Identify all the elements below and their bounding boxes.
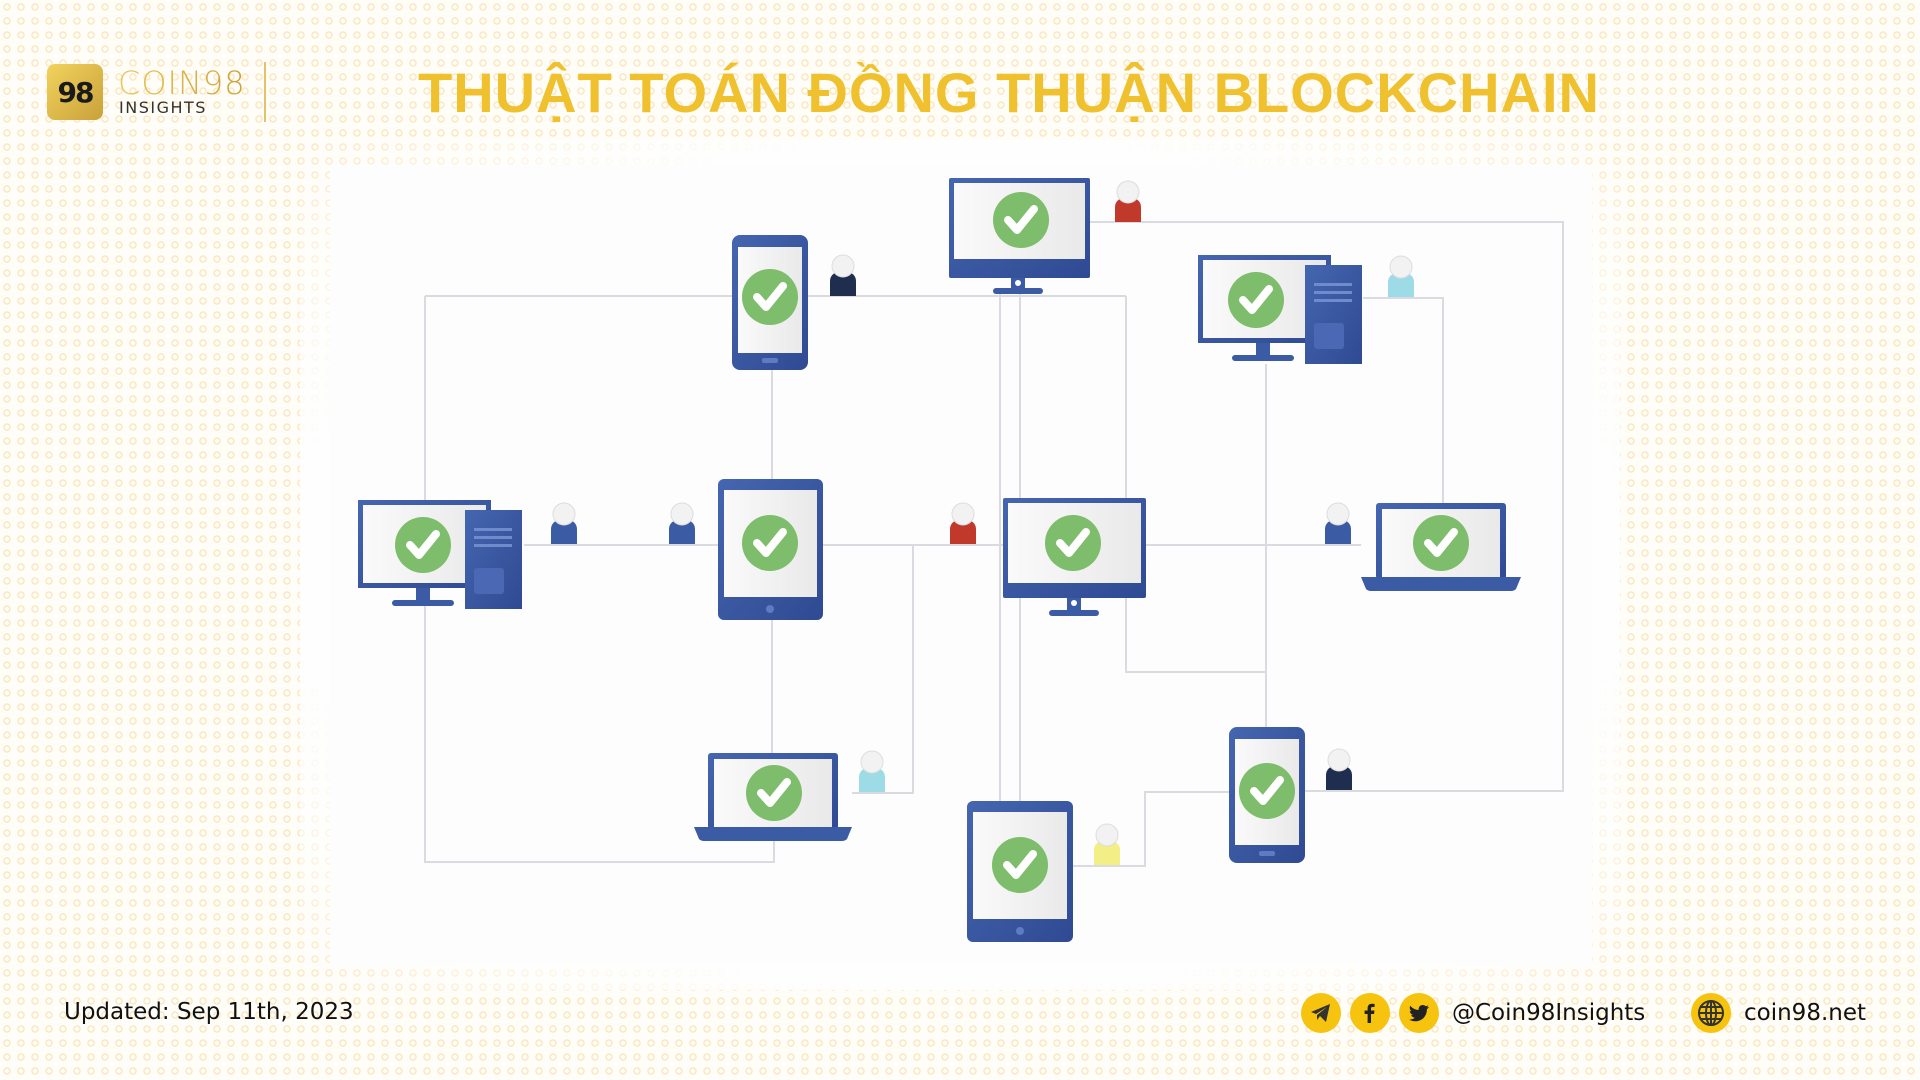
check-icon xyxy=(1239,763,1295,819)
user-icon xyxy=(1325,748,1353,791)
user-icon xyxy=(829,254,857,297)
check-icon xyxy=(1045,515,1101,571)
brand-name: COIN98 xyxy=(118,64,246,102)
check-icon xyxy=(1228,272,1284,328)
logo-mark: 98 xyxy=(57,75,95,109)
monitor-top xyxy=(949,178,1090,294)
globe-icon[interactable] xyxy=(1691,993,1731,1033)
telegram-icon[interactable] xyxy=(1301,993,1341,1033)
user-icon xyxy=(949,502,977,545)
connection-line xyxy=(1363,297,1444,503)
connection-line xyxy=(1125,296,1266,673)
social-handle[interactable]: @Coin98Insights xyxy=(1452,1000,1646,1026)
laptop-right xyxy=(1361,503,1521,591)
connection-line xyxy=(1073,791,1229,867)
desktop-left xyxy=(358,500,522,609)
phone-bottom-right xyxy=(1229,727,1305,863)
user-icon xyxy=(1324,502,1352,545)
check-icon xyxy=(992,837,1048,893)
facebook-icon[interactable] xyxy=(1350,993,1390,1033)
user-icon xyxy=(858,750,886,793)
check-icon xyxy=(993,192,1049,248)
check-icon xyxy=(742,269,798,325)
user-icon xyxy=(1114,180,1142,223)
connection-line xyxy=(852,545,914,794)
user-icon xyxy=(550,502,578,545)
phone-top-left xyxy=(732,235,808,370)
twitter-icon[interactable] xyxy=(1399,993,1439,1033)
tablet-bottom xyxy=(967,801,1073,942)
coin98-logo-icon: 98 xyxy=(47,64,103,120)
user-icon xyxy=(1093,823,1121,866)
connection-line xyxy=(1090,221,1564,792)
tablet-center xyxy=(718,479,823,620)
monitor-center xyxy=(1003,498,1146,616)
social-links: @Coin98Insights xyxy=(1301,993,1645,1033)
check-icon xyxy=(742,515,798,571)
check-icon xyxy=(746,765,802,821)
page-title: THUẬT TOÁN ĐỒNG THUẬN BLOCKCHAIN xyxy=(418,61,1600,124)
desktop-top-right xyxy=(1198,255,1362,364)
check-icon xyxy=(1413,515,1469,571)
check-icon xyxy=(395,517,451,573)
updated-date: Updated: Sep 11th, 2023 xyxy=(64,999,354,1025)
brand-subtitle: INSIGHTS xyxy=(119,98,207,117)
header-divider xyxy=(264,62,266,122)
user-icon xyxy=(1387,255,1415,298)
user-icon xyxy=(668,502,696,545)
laptop-bottom-left xyxy=(694,753,852,841)
website-url[interactable]: coin98.net xyxy=(1744,1000,1867,1026)
website-link: coin98.net xyxy=(1691,993,1866,1033)
